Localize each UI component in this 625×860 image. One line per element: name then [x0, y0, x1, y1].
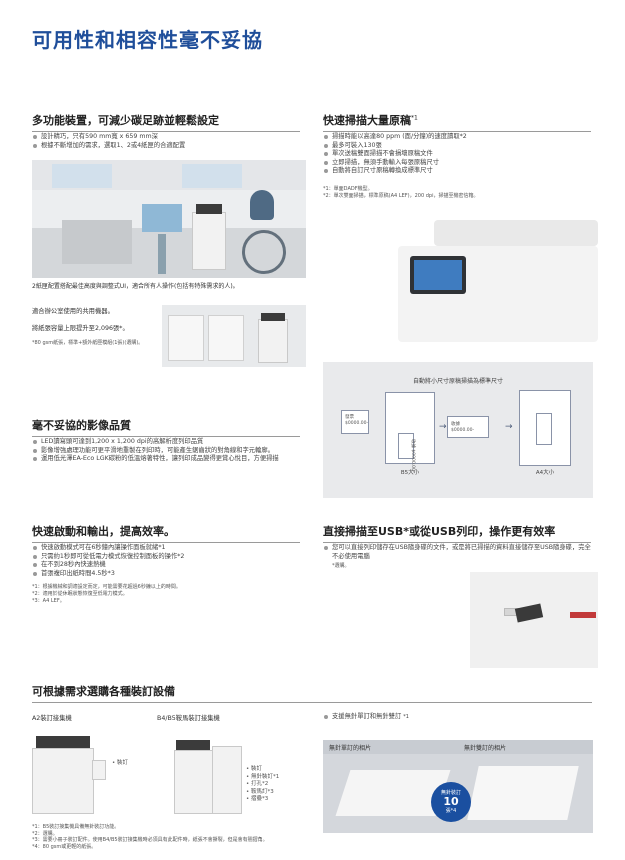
photo1-label: 無針單訂的相片: [329, 745, 372, 752]
badge-number: 10: [443, 795, 459, 808]
usb-note: *選購。: [332, 563, 350, 569]
arrow-right-icon: →: [505, 422, 513, 432]
stapleless-photo: 無針單訂的相片 無針雙訂的相片 無針裝訂 10 張*4: [323, 740, 593, 833]
auto-size-diagram: 自動將小尺寸原稿掃描為標準尺寸 發票 $0000.00- 收據 $0000.00…: [323, 362, 593, 498]
bullet: 影像增強處理功能可更平滑地重製在列印時，可能產生鋸齒狀的對角線和字元輪廓。: [32, 447, 300, 456]
finisher-b4b5-title: B4/B5鞍馬裝訂接集機: [157, 715, 220, 722]
section-multifunction-heading: 多功能裝置，可減少碳足跡並輕鬆設定: [32, 112, 300, 132]
page-title: 可用性和相容性毫不妥協: [32, 28, 263, 52]
badge-line1: 無針裝訂: [440, 790, 461, 796]
bullet: 單次送稿雙面掃描不會損壞原稿文件: [323, 150, 593, 159]
feature-label: • 鞍馬訂*3: [246, 788, 274, 795]
bullet: 首張複印出紙時間4.5秒*3: [32, 570, 302, 579]
footnote: *2：適用於從休眠狀態恢復至低電力模式。: [32, 591, 128, 597]
a4-label: A4大小: [535, 470, 555, 476]
feature-label: • 裝訂: [246, 766, 262, 772]
bullet: 自動將自訂尺寸原稿轉換成標準尺寸: [323, 167, 593, 176]
a2-finisher-photo: [32, 736, 108, 816]
receipt2-amount: $0000.00-: [451, 428, 475, 433]
shared-machine-text: 適合辦公室使用的共用機器。: [32, 308, 114, 315]
paper-capacity-note: *80 gsm紙張，標準+額外紙匣模組(1張)(選購)。: [32, 340, 144, 346]
receipt2-label: 收據: [451, 422, 460, 427]
heading-footnote-marker: *1: [411, 114, 418, 122]
receipt-wide: 收據 $0000.00-: [447, 416, 489, 438]
footnote: *4：80 gsm或更輕的紙張。: [32, 843, 97, 850]
photo2-label: 無針雙訂的相片: [464, 745, 507, 752]
usb-port-photo: [470, 572, 598, 668]
section-image-quality-heading: 毫不妥協的影像品質: [32, 417, 300, 437]
fast-startup-notes: *1：根據機械和調適設定而定，可能需要花超過6秒鐘以上的時間。 *2：適用於從休…: [32, 584, 302, 605]
section-multifunction-bullets: 設計精巧，只有590 mm寬 x 659 mm深 根據不斷增加的需求，選取1、2…: [32, 133, 302, 150]
section-usb-heading: 直接掃描至USB*或從USB列印，操作更有效率: [323, 523, 591, 543]
section-fast-startup-bullets: 快速啟動模式可在6秒鐘內讓操作面板就緒*1 只需約1秒即可從低電力模式恢復控制面…: [32, 544, 302, 578]
bullet: 快速啟動模式可在6秒鐘內讓操作面板就緒*1: [32, 544, 302, 553]
bullet: 設計精巧，只有590 mm寬 x 659 mm深: [32, 133, 302, 142]
finisher-notes: *1：B5裝訂接集機具備無針裝訂功能。 *2：選購。 *3：需要小冊子裝訂配件。…: [32, 824, 332, 850]
feature-label: • 摺疊*3: [246, 796, 269, 802]
heading-text: 快速掃描大量原稿: [323, 114, 411, 127]
receipt-label: 發票: [345, 415, 354, 420]
stapleless-text: 支援無針單訂和無針雙訂: [332, 713, 402, 720]
section-fast-startup-heading: 快速啟動和輸出，提高效率。: [32, 523, 300, 543]
feature-label: • 無針裝訂*1: [246, 773, 280, 780]
scanner-photo: [398, 212, 598, 342]
finisher-a2-title: A2裝訂接集機: [32, 715, 72, 722]
b4b5-feature-labels: • 裝訂 • 無針裝訂*1 • 打孔*2 • 鞍馬訂*3 • 摺疊*3: [246, 766, 279, 804]
footnote: *1：B5裝訂接集機具備無針裝訂功能。: [32, 824, 120, 830]
shared-machine-illustration: [162, 305, 306, 367]
section-finisher-heading: 可根據需求選購各種裝訂設備: [32, 683, 592, 703]
paper-capacity-text: 將紙張容量上限提升至2,096張*。: [32, 325, 129, 332]
receipt-amount: $0000.00-: [345, 421, 369, 426]
section-usb-bullets: 您可以直接列印儲存在USB隨身碟的文件，或是將已掃描的資料直接儲存至USB隨身碟…: [323, 544, 593, 561]
footnote: *1：根據機械和調適設定而定，可能需要花超過6秒鐘以上的時間。: [32, 584, 181, 590]
bullet: 只需約1秒即可從低電力模式恢復控制面板的操作*2: [32, 553, 302, 562]
feature-label: • 打孔*2: [246, 781, 269, 787]
footnote: *3：需要小冊子裝訂配件。使用B4/B5裝訂接集機時必須具有此配件時，紙張不會撕…: [32, 837, 268, 844]
footnote-marker: *1: [403, 714, 409, 720]
bullet: 根據不斷增加的需求，選取1、2或4紙匣的合適配置: [32, 142, 302, 151]
bullet: LED讀寫頭可達到1,200 x 1,200 dpi的高解析度列印品質: [32, 438, 300, 447]
section-image-quality-bullets: LED讀寫頭可達到1,200 x 1,200 dpi的高解析度列印品質 影像增強…: [32, 438, 300, 464]
a4-sheet: [519, 390, 571, 466]
footnote: *1：單面DADF機型。: [323, 186, 373, 192]
bullet: 掃描時能以高達80 ppm (面/分鐘)的速度讀取*2: [323, 133, 593, 142]
b5-sheet: 收據 $0000.00-: [385, 392, 435, 473]
bullet: 支援無針單訂和無針雙訂 *1: [323, 713, 593, 722]
stapleless-bullets: 支援無針單訂和無針雙訂 *1: [323, 713, 593, 722]
b5-label: B5大小: [400, 470, 420, 476]
office-illustration: [32, 160, 306, 278]
receipt-small: 發票 $0000.00-: [341, 410, 369, 434]
b4b5-finisher-photo: [174, 740, 244, 816]
section-fast-scan-bullets: 掃描時能以高達80 ppm (面/分鐘)的速度讀取*2 最多可裝入130張 單次…: [323, 133, 593, 176]
bullet: 立即掃描，無須手動輸入每張原稿尺寸: [323, 159, 593, 168]
badge-line3: 張*4: [445, 808, 457, 814]
arrow-right-icon: →: [439, 422, 447, 432]
bullet: 您可以直接列印儲存在USB隨身碟的文件，或是將已掃描的資料直接儲存至USB隨身碟…: [323, 544, 593, 561]
fast-scan-notes: *1：單面DADF機型。 *2：單次雙面掃描，標準原稿(A4 LEF)，200 …: [323, 186, 593, 200]
section-fast-scan-heading: 快速掃描大量原稿*1: [323, 112, 591, 132]
footnote: *2：選購。: [32, 830, 58, 837]
stapleless-capacity-badge: 無針裝訂 10 張*4: [431, 782, 471, 822]
auto-size-title: 自動將小尺寸原稿掃描為標準尺寸: [412, 378, 503, 385]
bullet: 最多可裝入130張: [323, 142, 593, 151]
bullet: 運用低光澤EA-Eco LGK碳粉的低溫熔著特性，讓列印成品變得更賞心悅目，方便…: [32, 455, 300, 464]
bullet: 在不到28秒內快速熱機: [32, 561, 302, 570]
footnote: *2：單次雙面掃描，標準原稿(A4 LEF)，200 dpi，掃描至機密信箱。: [323, 193, 479, 199]
office-caption: 2紙匣配置搭配最佳高度與調整式UI，適合所有人操作(包括有特殊需求的人)。: [32, 283, 239, 290]
footnote: *3：A4 LEF。: [32, 598, 65, 604]
a2-feature-label: • 裝訂: [112, 760, 128, 766]
